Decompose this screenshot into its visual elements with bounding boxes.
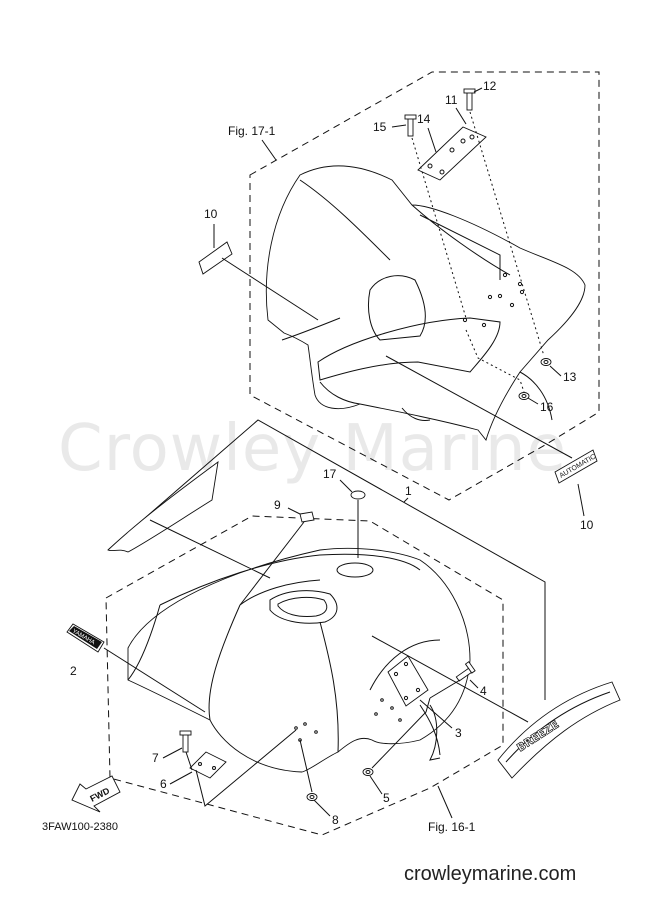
front-cover-strip: [107, 460, 219, 553]
fender-side-flap: [281, 317, 553, 421]
fig-ref-16-1: Fig. 16-1: [428, 820, 476, 834]
fender-inner-rim: [317, 317, 501, 381]
plug-17: [350, 490, 366, 500]
callout-3: 3: [455, 726, 462, 740]
callout-13: 13: [563, 370, 577, 384]
callout-4: 4: [480, 684, 487, 698]
mounting-plate-6: [189, 751, 227, 779]
callout-16: 16: [540, 400, 554, 414]
leader-6: [195, 729, 297, 807]
front-fender-ridges: [127, 604, 339, 753]
fwd-arrow-icon: FWD: [71, 775, 121, 813]
leader-automatic: [385, 355, 573, 459]
bolt-15: [404, 114, 417, 137]
site-url: crowleymarine.com: [404, 863, 576, 885]
leader-5: [371, 697, 431, 769]
leader-9: [239, 521, 305, 606]
callout-9: 9: [274, 498, 281, 512]
rear-fender-body: [265, 165, 586, 441]
assembly-line-16: [465, 329, 525, 393]
fig-ref-16-1-leader: [437, 785, 453, 819]
bolt-4: [455, 661, 476, 682]
nut-5: [362, 768, 374, 776]
decal-10-left: [198, 241, 233, 275]
callout-8: 8: [332, 813, 339, 827]
nut-16: [518, 392, 530, 400]
leader-decal-10-left: [221, 257, 319, 321]
decal-breeze: BREEZE: [497, 681, 621, 779]
bolt-7: [179, 730, 192, 753]
fuel-cap-ring: [336, 562, 374, 578]
front-fender-opening: [269, 590, 338, 624]
nut-8: [306, 793, 318, 801]
bottom-assembly: YAMAHA BREEZE FWD: [66, 419, 621, 836]
callout-11: 11: [445, 93, 458, 107]
fig-ref-17-1: Fig. 17-1: [228, 124, 276, 138]
assembly-line-15: [411, 137, 467, 319]
callout-12: 12: [483, 79, 497, 93]
fig-ref-17-1-leader: [261, 139, 277, 161]
front-fender-opening-inner: [277, 596, 328, 617]
mounting-plate-3: [387, 655, 429, 707]
callout-5: 5: [383, 791, 390, 805]
bolt-12: [463, 88, 476, 111]
front-fender-body: [127, 547, 471, 773]
callout-17: 17: [323, 467, 337, 481]
front-fender-hood: [159, 553, 421, 606]
fender-holes: [462, 272, 525, 328]
part1-frame: [107, 419, 546, 700]
leader-8: [299, 739, 313, 793]
callout-15: 15: [373, 120, 387, 134]
leader-breeze: [371, 635, 529, 723]
leader-7: [185, 751, 193, 771]
fender-ridge: [299, 179, 511, 280]
callout-7: 7: [152, 751, 159, 765]
front-fender-side-rim: [429, 704, 441, 761]
callout-14: 14: [417, 112, 431, 126]
callout-10-right: 10: [580, 518, 594, 532]
leader-decal-2: [103, 647, 206, 713]
front-fender-wheel-arch: [369, 639, 441, 756]
leader-strip: [149, 519, 271, 579]
fender-well: [367, 275, 426, 341]
callout-labels: 1 2 3 4 5 6 7 8 9 10 10 11 12 13 14 15 1…: [70, 79, 594, 827]
diagram-code: 3FAW100-2380: [42, 821, 118, 833]
mounting-plate-14: [417, 126, 487, 181]
decal-9: [299, 511, 315, 523]
callout-2: 2: [70, 664, 77, 678]
callout-1: 1: [405, 484, 412, 498]
top-assembly: AUTOMATIC: [198, 71, 600, 501]
decal-yamaha: YAMAHA: [66, 623, 105, 653]
fig16-boundary: [105, 515, 504, 836]
fender-lower-edge: [319, 381, 431, 421]
callout-10-top: 10: [204, 207, 218, 221]
front-fender-holes: [294, 698, 402, 742]
fig17-boundary: [249, 71, 600, 501]
nut-13: [540, 358, 552, 366]
leader-4: [429, 679, 461, 699]
callout-6: 6: [160, 777, 167, 791]
